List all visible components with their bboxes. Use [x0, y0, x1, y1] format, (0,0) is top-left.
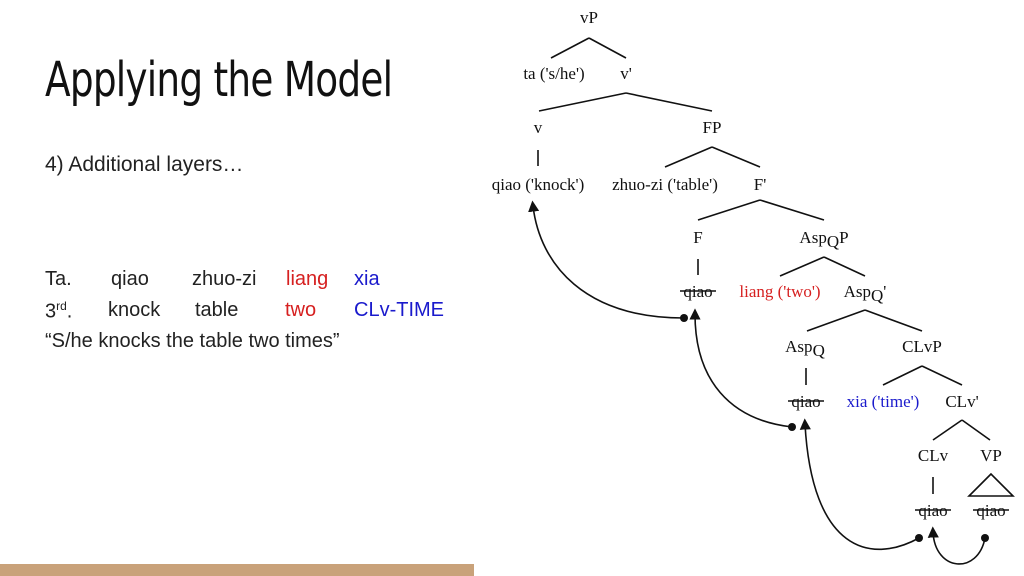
- node-ta: ta ('s/he'): [523, 64, 584, 83]
- gloss-clv-time: CLv-TIME: [354, 299, 444, 321]
- dot-F: [680, 314, 688, 322]
- branch-CLvbar-CLv: [932, 419, 963, 441]
- node-AspQ: AspQ: [785, 337, 825, 360]
- branch-CLvbar-VP: [961, 419, 991, 441]
- slide-subtitle: 4) Additional layers…: [45, 153, 244, 176]
- branch-Fbar-F: [697, 199, 761, 221]
- branch-AspQbar-CLvP: [864, 309, 923, 332]
- node-VP: VP: [980, 446, 1002, 465]
- node-AspQbar: AspQ': [844, 282, 887, 305]
- word-ta: Ta.: [45, 268, 72, 290]
- node-AspQbar-sub: Q: [871, 286, 883, 305]
- node-AspQ-sub: Q: [813, 341, 825, 360]
- word-liang: liang: [286, 268, 329, 290]
- node-vbar: v': [620, 64, 632, 83]
- node-CLvP: CLvP: [902, 337, 942, 356]
- triangle-VP: [967, 472, 1015, 497]
- dot-AspQ: [788, 423, 796, 431]
- word-zhuozi: zhuo-zi: [192, 268, 257, 290]
- branch-CLvP-xia: [882, 365, 923, 386]
- footer-accent-bar: [0, 564, 474, 576]
- node-AspQbar-end: ': [883, 282, 886, 301]
- node-AspQ-main: Asp: [785, 337, 812, 356]
- slide-title: Applying the Model: [45, 52, 393, 108]
- node-F: F: [693, 228, 702, 247]
- node-AspQP-sub: Q: [827, 232, 839, 251]
- word-xia: xia: [354, 268, 380, 290]
- gloss-3rd: 3rd.: [45, 299, 72, 324]
- arrow-VP-to-CLv: [927, 526, 986, 565]
- branch-AspQP-liang: [779, 256, 825, 277]
- node-xia: xia ('time'): [847, 392, 920, 411]
- node-CLvbar: CLv': [945, 392, 978, 411]
- branch-vbar-FP: [625, 92, 713, 112]
- arrow-F-to-v: [528, 200, 685, 319]
- node-CLv: CLv: [918, 446, 949, 465]
- node-vP: vP: [580, 8, 598, 27]
- node-qiao-knock: qiao ('knock'): [492, 175, 585, 194]
- gloss-3rd-end: .: [66, 300, 73, 323]
- node-FP: FP: [703, 118, 722, 137]
- node-liang: liang ('two'): [739, 282, 820, 301]
- example-translation: “S/he knocks the table two times”: [45, 330, 340, 352]
- node-AspQP-end: P: [839, 228, 848, 247]
- branch-CLvP-CLvbar: [921, 365, 963, 386]
- dot-VP: [981, 534, 989, 542]
- branch-AspQbar-AspQ: [806, 309, 866, 332]
- node-AspQbar-main: Asp: [844, 282, 871, 301]
- node-v: v: [534, 118, 543, 137]
- branch-vP-ta: [550, 37, 590, 59]
- gloss-table: table: [195, 299, 239, 321]
- arrow-AspQ-to-F: [689, 308, 793, 428]
- gloss-3rd-num: 3: [45, 300, 57, 323]
- branch-vP-vbar: [588, 37, 627, 59]
- gloss-two: two: [285, 299, 317, 321]
- branch-Fbar-AspQP: [759, 199, 825, 221]
- branch-FP-Fbar: [711, 146, 761, 168]
- dot-CLv: [915, 534, 923, 542]
- node-zhuozi: zhuo-zi ('table'): [612, 175, 718, 194]
- gloss-knock: knock: [108, 299, 161, 321]
- node-Fbar: F': [754, 175, 767, 194]
- branch-vbar-v: [538, 92, 627, 112]
- node-AspQP: AspQP: [799, 228, 848, 251]
- word-qiao: qiao: [111, 268, 149, 290]
- branch-AspQP-AspQbar: [823, 256, 866, 277]
- node-AspQP-main: Asp: [799, 228, 826, 247]
- branch-FP-zhuozi: [664, 146, 713, 168]
- arrow-CLv-to-AspQ: [799, 418, 920, 551]
- gloss-3rd-sup: rd: [56, 299, 67, 313]
